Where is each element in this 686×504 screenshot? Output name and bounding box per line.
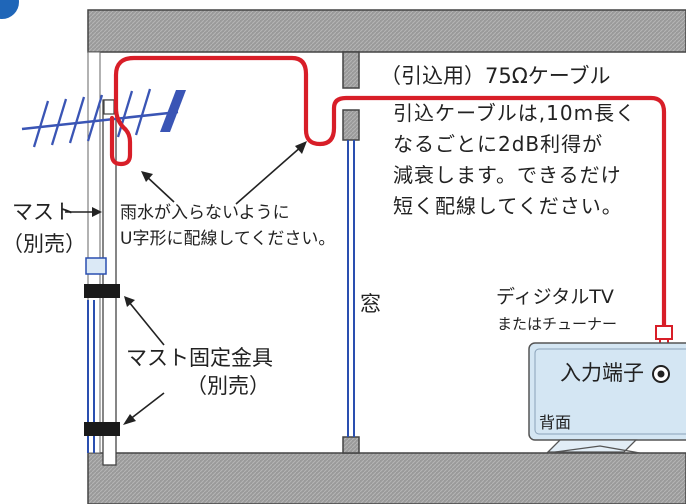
note-line: なるごとに2dB利得が (393, 132, 604, 156)
ceiling-wall (87, 9, 686, 53)
floor-wall (87, 452, 686, 504)
mast-bracket-label: マスト固定金具 (126, 346, 273, 370)
note-line: 減衰します。できるだけ (393, 163, 622, 187)
pointer-arrows (65, 141, 307, 425)
back-label: 背面 (539, 413, 572, 432)
bracket-sold-separately: （別売） (186, 374, 270, 398)
mast-label: マスト (12, 200, 75, 224)
window (347, 140, 355, 437)
tv-label: ディジタルTV (496, 286, 614, 308)
note-line: 雨水が入らないように (120, 203, 290, 223)
wall-stub-top (342, 51, 360, 89)
input-terminal-label: 入力端子 (560, 361, 644, 385)
wall-stub-bottom (342, 436, 360, 454)
cable-type-label: （引込用）75Ωケーブル (380, 64, 611, 88)
coaxial-cable (109, 55, 667, 331)
booster-box (85, 257, 107, 275)
yagi-antenna (21, 88, 186, 148)
input-terminal-icon (652, 365, 670, 383)
note-line: 短く配線してください。 (393, 194, 623, 218)
window-label: 窓 (360, 292, 381, 316)
wall-stub-mid (342, 109, 360, 141)
step-badge (0, 0, 19, 19)
tuner-label: またはチューナー (497, 315, 618, 333)
note-line: U字形に配線してください。 (120, 229, 336, 249)
rain-drip-note: 雨水が入らないように U字形に配線してください。 (120, 200, 335, 252)
note-line: 引込ケーブルは,10m長く (393, 101, 637, 125)
mast-sold-separately: （別売） (2, 232, 86, 256)
cable-attenuation-note: 引込ケーブルは,10m長く なるごとに2dB利得が 減衰します。できるだけ 短く… (393, 98, 636, 222)
mast-bracket (84, 284, 120, 436)
tv-back-panel (528, 342, 686, 454)
